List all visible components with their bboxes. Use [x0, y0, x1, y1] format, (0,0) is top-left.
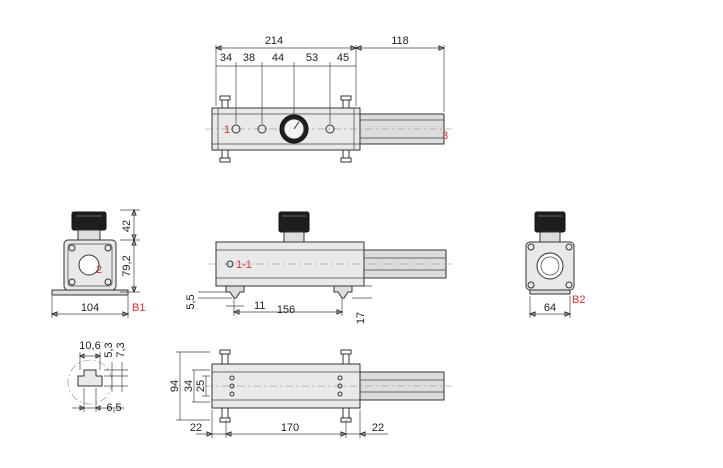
dim-base-width: 104 [81, 302, 99, 314]
marker-1-1: 1-1 [236, 259, 252, 271]
dim-segment-2: 38 [243, 52, 255, 64]
dim-overall-length: 214 [265, 35, 283, 47]
dim-slot-width: 10,6 [79, 340, 100, 352]
left-end-view: 42 79,2 104 2 B1 [50, 208, 145, 318]
dim-segment-1: 34 [220, 52, 232, 64]
dim-bottom-left-margin: 22 [190, 422, 202, 434]
top-view: 214 118 34 38 44 53 45 1 3 [205, 35, 452, 163]
dim-body-height: 79,2 [121, 255, 133, 276]
dim-segment-3: 44 [272, 52, 284, 64]
port-hole [325, 124, 335, 134]
gauge-cap-icon [278, 211, 310, 233]
dim-bottom-overall-width: 94 [169, 380, 181, 392]
right-end-view: 64 B2 [525, 211, 585, 318]
marker-b2: B2 [572, 294, 585, 306]
marker-2: 2 [96, 264, 102, 276]
front-side-view: 5,5 11 156 17 1-1 [185, 211, 452, 324]
t-slot-profile [77, 369, 103, 387]
dim-segment-4: 53 [306, 52, 318, 64]
dim-slot-depth-b: 7,3 [115, 342, 127, 357]
dim-right-width: 64 [544, 302, 556, 314]
dim-gauge-height: 42 [121, 220, 133, 232]
marker-3: 3 [442, 130, 448, 142]
dim-foot-offset: 5,5 [185, 294, 197, 309]
dim-slot-opening: 6,5 [106, 402, 121, 414]
slot-detail-view: 10,6 5,3 7,3 6,5 [67, 340, 128, 414]
port-hole [226, 260, 234, 268]
port-hole [231, 124, 241, 134]
dim-bottom-slot-width: 25 [195, 380, 207, 392]
dim-foot-width: 11 [254, 300, 265, 312]
dim-foot-spacing: 156 [277, 304, 295, 316]
dim-segment-5: 45 [337, 52, 349, 64]
bottom-view: 94 34 25 22 170 22 [169, 349, 452, 438]
gauge-cap-icon [534, 211, 566, 233]
bore-hole [78, 254, 100, 276]
mounting-foot [333, 285, 353, 299]
port-hole [257, 124, 267, 134]
marker-b1: B1 [132, 302, 145, 314]
dim-bottom-right-margin: 22 [372, 422, 384, 434]
dim-rod-length: 118 [391, 35, 409, 47]
mounting-foot [225, 285, 245, 299]
dim-foot-height: 17 [355, 312, 367, 324]
marker-1: 1 [224, 124, 230, 136]
dim-bottom-inner-width: 34 [183, 380, 195, 392]
dim-slot-depth-a: 5,3 [103, 342, 115, 357]
dim-bottom-hole-spacing: 170 [281, 422, 299, 434]
gauge-cap-icon [71, 211, 107, 231]
